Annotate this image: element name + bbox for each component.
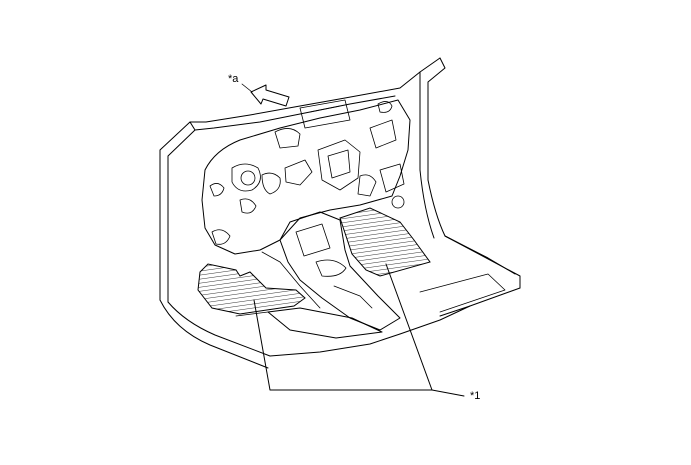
floor-panel	[235, 273, 506, 357]
front-direction-arrow-icon	[250, 84, 290, 107]
callout-front: *a	[228, 73, 239, 85]
floor-mat-left	[197, 263, 306, 315]
callout-floor-mat: *1	[470, 390, 481, 402]
floor-mat-right	[339, 207, 431, 277]
dashboard-area	[201, 99, 411, 255]
leader-front	[241, 83, 253, 93]
body-shell	[159, 57, 521, 369]
leader-lines	[253, 263, 465, 397]
center-console	[261, 211, 401, 331]
